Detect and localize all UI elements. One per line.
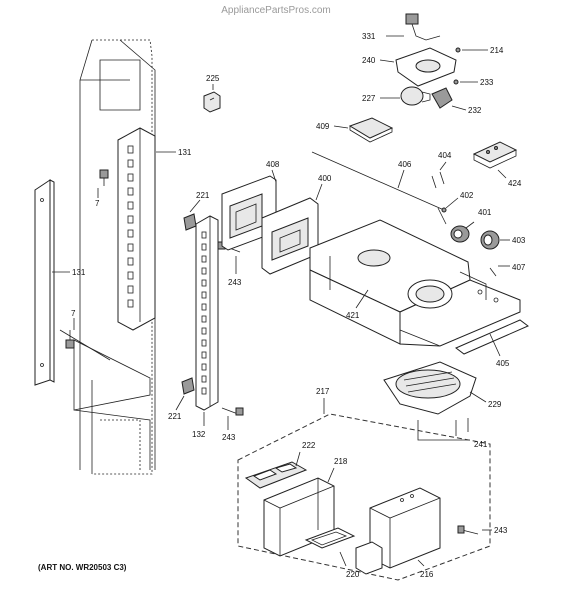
callout-227: 227 xyxy=(362,94,376,103)
callout-labels: 331 214 240 233 227 232 225 409 131 131 … xyxy=(71,32,526,579)
rail-131-upper xyxy=(117,127,156,331)
callout-403: 403 xyxy=(512,236,526,245)
bracket-slot xyxy=(201,387,207,395)
rail-slot xyxy=(127,215,134,224)
rail-slot xyxy=(127,271,134,280)
knob-403 xyxy=(480,230,500,250)
callout-401: 401 xyxy=(478,208,492,217)
callout-424: 424 xyxy=(508,179,522,188)
callout-404: 404 xyxy=(438,151,452,160)
bracket-slot xyxy=(201,351,207,359)
bracket-slot xyxy=(201,255,207,263)
clip-221-upper xyxy=(183,213,197,231)
bracket-slot xyxy=(201,231,207,239)
housing-421 xyxy=(309,219,521,347)
module-216 xyxy=(355,487,441,575)
rail-slot xyxy=(127,201,134,210)
gasket-220 xyxy=(304,527,356,549)
screw-407 xyxy=(489,267,497,277)
art-number-caption: (ART NO. WR20503 C3) xyxy=(38,563,127,572)
bulb-227 xyxy=(400,86,431,106)
callout-214: 214 xyxy=(490,46,504,55)
screw-233 xyxy=(453,79,459,85)
pins-241 xyxy=(417,418,470,441)
callout-220: 220 xyxy=(346,570,360,579)
callout-229: 229 xyxy=(488,400,502,409)
callout-233: 233 xyxy=(480,78,494,87)
rail-slot xyxy=(127,299,134,308)
rail-slot xyxy=(127,229,134,238)
pad-409 xyxy=(348,117,394,143)
bracket-slot xyxy=(201,339,207,347)
callout-400: 400 xyxy=(318,174,332,183)
callout-407: 407 xyxy=(512,263,526,272)
gasket-222 xyxy=(244,461,308,489)
cover-400 xyxy=(261,197,319,275)
rail-slot xyxy=(127,159,134,168)
callout-409: 409 xyxy=(316,122,330,131)
strip-405 xyxy=(455,319,529,355)
watermark-text: AppliancePartsPros.com xyxy=(221,5,331,16)
housing-240 xyxy=(395,47,457,87)
callout-408: 408 xyxy=(266,160,280,169)
callout-243-middle: 243 xyxy=(222,433,236,442)
callout-405: 405 xyxy=(496,359,510,368)
callout-216: 216 xyxy=(420,570,434,579)
callout-241: 241 xyxy=(474,440,488,449)
callout-7-upper: 7 xyxy=(95,199,100,208)
vent-229 xyxy=(383,361,477,415)
callout-221-upper: 221 xyxy=(196,191,210,200)
bracket-slot xyxy=(201,327,207,335)
clip-225 xyxy=(203,91,221,113)
callout-240: 240 xyxy=(362,56,376,65)
screw-243-middle xyxy=(221,407,244,416)
screw-243-lower xyxy=(457,525,479,535)
callout-232: 232 xyxy=(468,106,482,115)
rail-slot xyxy=(127,243,134,252)
rail-slot xyxy=(127,173,134,182)
bracket-132 xyxy=(195,215,219,411)
bracket-slot xyxy=(201,315,207,323)
callout-222: 222 xyxy=(302,441,316,450)
callout-243-lower: 243 xyxy=(494,526,508,535)
screw-7-upper xyxy=(99,169,109,186)
callout-225: 225 xyxy=(206,74,220,83)
callout-7-lower: 7 xyxy=(71,309,76,318)
bracket-slot xyxy=(201,267,207,275)
rail-131-left xyxy=(34,179,55,386)
rail-slot xyxy=(127,145,134,154)
bracket-slot xyxy=(201,375,207,383)
screw-214 xyxy=(455,47,461,53)
callout-218: 218 xyxy=(334,457,348,466)
rail-slot xyxy=(127,257,134,266)
callout-131-left: 131 xyxy=(72,268,86,277)
bracket-slot xyxy=(201,279,207,287)
callout-221-lower: 221 xyxy=(168,412,182,421)
callout-243-upper: 243 xyxy=(228,278,242,287)
rail-slot xyxy=(127,187,134,196)
callout-131-upper: 131 xyxy=(178,148,192,157)
bracket-slot xyxy=(201,363,207,371)
rail-slot xyxy=(127,285,134,294)
gear-401 xyxy=(450,225,470,243)
cabinet-outline xyxy=(59,39,156,475)
callout-402: 402 xyxy=(460,191,474,200)
callout-331: 331 xyxy=(362,32,376,41)
socket-232 xyxy=(431,87,453,109)
bracket-slot xyxy=(201,303,207,311)
bracket-slot xyxy=(201,291,207,299)
bracket-slot xyxy=(201,243,207,251)
clip-221-lower xyxy=(181,377,195,395)
callout-217: 217 xyxy=(316,387,330,396)
connector-331 xyxy=(405,13,441,41)
callout-132: 132 xyxy=(192,430,206,439)
pins-404 xyxy=(431,171,445,189)
board-424 xyxy=(472,141,518,169)
rod-406 xyxy=(311,151,447,213)
callout-421: 421 xyxy=(346,311,360,320)
screw-7-lower xyxy=(65,330,75,349)
shaft-402 xyxy=(437,207,447,225)
callout-406: 406 xyxy=(398,160,412,169)
